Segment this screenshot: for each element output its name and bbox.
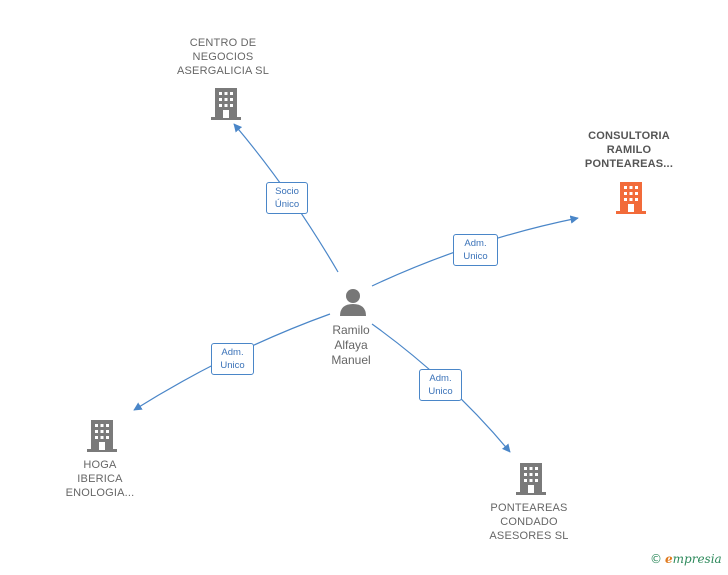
building-icon[interactable] [210, 86, 242, 120]
company-name-top[interactable]: CENTRO DE NEGOCIOS ASERGALICIA SL [176, 37, 270, 77]
company-name-left[interactable]: HOGA IBERICA ENOLOGIA... [65, 459, 135, 499]
brand-initial: e [665, 552, 673, 566]
copyright-icon: © [650, 552, 662, 566]
person-name[interactable]: Ramilo Alfaya Manuel [331, 323, 371, 367]
company-name-right[interactable]: CONSULTORIA RAMILO PONTEAREAS... [584, 130, 674, 170]
building-icon[interactable] [515, 461, 547, 495]
brand-footer[interactable]: ©empresia [650, 552, 722, 566]
edge-label-top[interactable]: Socio Único [266, 182, 308, 214]
edge-label-bottom[interactable]: Adm. Unico [419, 369, 462, 401]
person-icon[interactable] [338, 287, 368, 317]
edge-label-left[interactable]: Adm. Unico [211, 343, 254, 375]
building-icon[interactable] [615, 180, 647, 214]
brand-name: mpresia [672, 552, 722, 566]
company-name-bottom[interactable]: PONTEAREAS CONDADO ASESORES SL [489, 502, 569, 542]
edge-label-right[interactable]: Adm. Unico [453, 234, 498, 266]
building-icon[interactable] [86, 418, 118, 452]
